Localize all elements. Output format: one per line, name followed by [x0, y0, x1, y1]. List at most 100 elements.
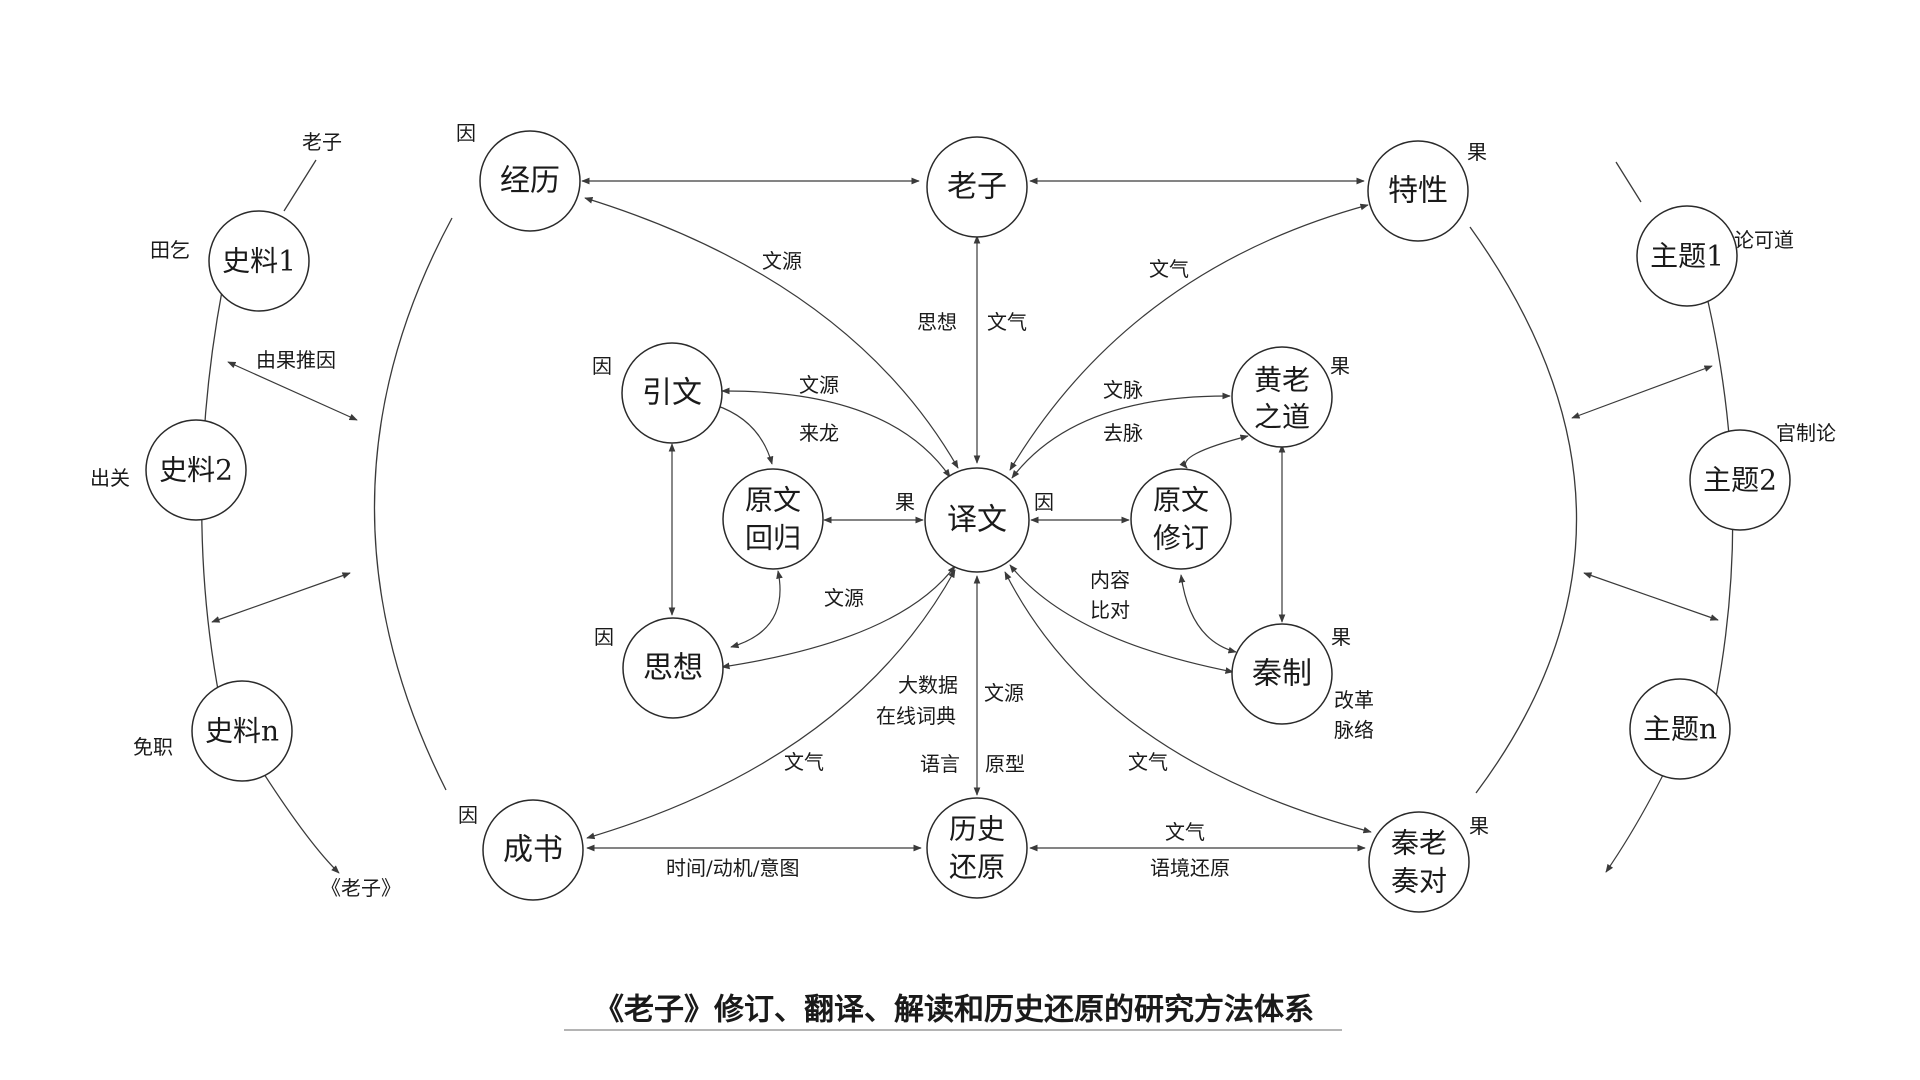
label-yin-jingli: 因: [456, 121, 476, 145]
edge-sixiang-yiwen: [721, 565, 956, 670]
svg-text:还原: 还原: [949, 851, 1005, 884]
svg-text:史料n: 史料n: [205, 715, 279, 748]
node-shiliao2: 史料2: [145, 419, 247, 521]
svg-text:老子: 老子: [947, 170, 1007, 205]
label-wenyuan-yinwen: 文源: [799, 373, 839, 397]
label-guo-qinzhi: 果: [1331, 625, 1351, 649]
label-gaige: 改革: [1334, 688, 1374, 712]
label-wenqi-br: 文气: [1128, 750, 1168, 774]
label-bidui: 比对: [1090, 598, 1130, 622]
label-guo-center: 果: [895, 490, 915, 514]
label-guo-qinlao: 果: [1469, 814, 1489, 838]
svg-text:主题n: 主题n: [1643, 713, 1717, 746]
node-qinlao-zoudui: 秦老 奏对: [1368, 811, 1470, 913]
page-title: 《老子》修订、翻译、解读和历史还原的研究方法体系: [594, 993, 1314, 1028]
edge-shiliao-arc-2: [211, 572, 351, 623]
edge-zhutin-down: [1605, 774, 1664, 873]
label-guanzhilun: 官制论: [1776, 421, 1836, 445]
node-jingli: 经历: [479, 130, 581, 232]
label-neirong: 内容: [1090, 568, 1130, 592]
svg-text:秦制: 秦制: [1252, 657, 1312, 692]
label-yujing: 语境还原: [1150, 856, 1230, 880]
label-mianzhi: 免职: [133, 735, 173, 759]
node-shiliao1: 史料1: [208, 210, 310, 312]
edge-qinlao-yiwen: [1004, 571, 1372, 834]
svg-text:特性: 特性: [1388, 174, 1448, 209]
svg-text:原文: 原文: [1153, 484, 1209, 517]
node-yuanwen-huigui: 原文 回归: [722, 468, 824, 570]
label-yin-yinwen: 因: [592, 354, 612, 378]
label-yin-chengshu: 因: [458, 803, 478, 827]
svg-text:历史: 历史: [949, 813, 1005, 846]
label-wenyuan-sixiang: 文源: [824, 586, 864, 610]
label-yin-center: 因: [1034, 490, 1054, 514]
label-wenqi-top: 文气: [987, 310, 1027, 334]
label-yuyan: 语言: [920, 752, 960, 776]
label-wenqi-bl: 文气: [784, 750, 824, 774]
label-guo-huanglao: 果: [1330, 354, 1350, 378]
node-laozi: 老子: [926, 136, 1028, 238]
svg-text:思想: 思想: [643, 651, 703, 686]
label-sixiang-edge: 思想: [917, 310, 957, 334]
svg-text:秦老: 秦老: [1391, 827, 1447, 860]
svg-text:引文: 引文: [642, 376, 702, 411]
top-right-tail: [1615, 161, 1642, 203]
label-lailong: 来龙: [799, 421, 839, 445]
label-laozi-book: 《老子》: [321, 876, 401, 900]
svg-text:史料2: 史料2: [159, 454, 233, 487]
svg-text:修订: 修订: [1153, 522, 1209, 555]
label-mailuo: 脉络: [1334, 718, 1374, 742]
node-qinzhi: 秦制: [1231, 623, 1333, 725]
node-lishi-huanyuan: 历史 还原: [926, 797, 1028, 899]
edge-yinwen-huigui: [714, 404, 774, 465]
edge-xiuding-qinzhi: [1178, 574, 1237, 654]
svg-text:经历: 经历: [500, 164, 560, 199]
label-wenqi-tr: 文气: [1149, 257, 1189, 281]
svg-text:史料1: 史料1: [222, 245, 296, 278]
label-zaixian: 在线词典: [876, 704, 956, 728]
label-guo-texing: 果: [1467, 140, 1487, 164]
edge-huanglao-xiuding: [1179, 434, 1249, 469]
label-qumai: 去脉: [1103, 421, 1143, 445]
node-yuanwen-xiuding: 原文 修订: [1130, 468, 1232, 570]
label-wenyuan-bottom: 文源: [984, 681, 1024, 705]
svg-text:成书: 成书: [503, 833, 563, 868]
svg-text:主题1: 主题1: [1650, 240, 1724, 273]
edge-huanglao-yiwen: [1011, 392, 1231, 479]
node-sixiang: 思想: [622, 617, 724, 719]
label-laozi-small: 老子: [302, 130, 342, 154]
right-outer-arc: [1469, 226, 1578, 794]
label-wenyuan-top: 文源: [762, 249, 802, 273]
label-yin-sixiang: 因: [594, 625, 614, 649]
left-outer-arc: [373, 217, 453, 791]
edge-chengshu-yiwen: [586, 569, 956, 840]
edge-huigui-sixiang: [730, 570, 783, 649]
edge-zhuti-arc-1: [1571, 365, 1713, 419]
label-chuguan: 出关: [90, 466, 130, 490]
svg-text:主题2: 主题2: [1703, 464, 1777, 497]
label-tiangai: 田乞: [150, 238, 190, 262]
svg-text:之道: 之道: [1254, 401, 1310, 434]
node-shiliaon: 史料n: [191, 680, 293, 782]
svg-text:译文: 译文: [947, 503, 1007, 538]
label-wenmai: 文脉: [1103, 378, 1143, 402]
svg-text:黄老: 黄老: [1254, 364, 1310, 397]
label-dashuju: 大数据: [898, 673, 958, 697]
edge-shiliaon-book: [263, 773, 340, 874]
node-yinwen: 引文: [621, 342, 723, 444]
node-zhutin: 主题n: [1629, 678, 1731, 780]
label-shijian: 时间/动机/意图: [666, 856, 799, 880]
label-lunkedao: 论可道: [1734, 228, 1794, 252]
label-wenqi-bottom: 文气: [1165, 820, 1205, 844]
edge-zhuti-arc-2: [1583, 572, 1719, 621]
svg-text:原文: 原文: [745, 484, 801, 517]
node-huanglao: 黄老 之道: [1231, 346, 1333, 448]
node-zhuti2: 主题2: [1689, 429, 1791, 531]
svg-text:奏对: 奏对: [1391, 865, 1447, 898]
top-left-tail: [283, 159, 317, 212]
node-chengshu: 成书: [482, 799, 584, 901]
edge-shiliao-arc-1: [227, 361, 358, 421]
node-texing: 特性: [1367, 140, 1469, 242]
node-yiwen: 译文: [924, 467, 1030, 573]
